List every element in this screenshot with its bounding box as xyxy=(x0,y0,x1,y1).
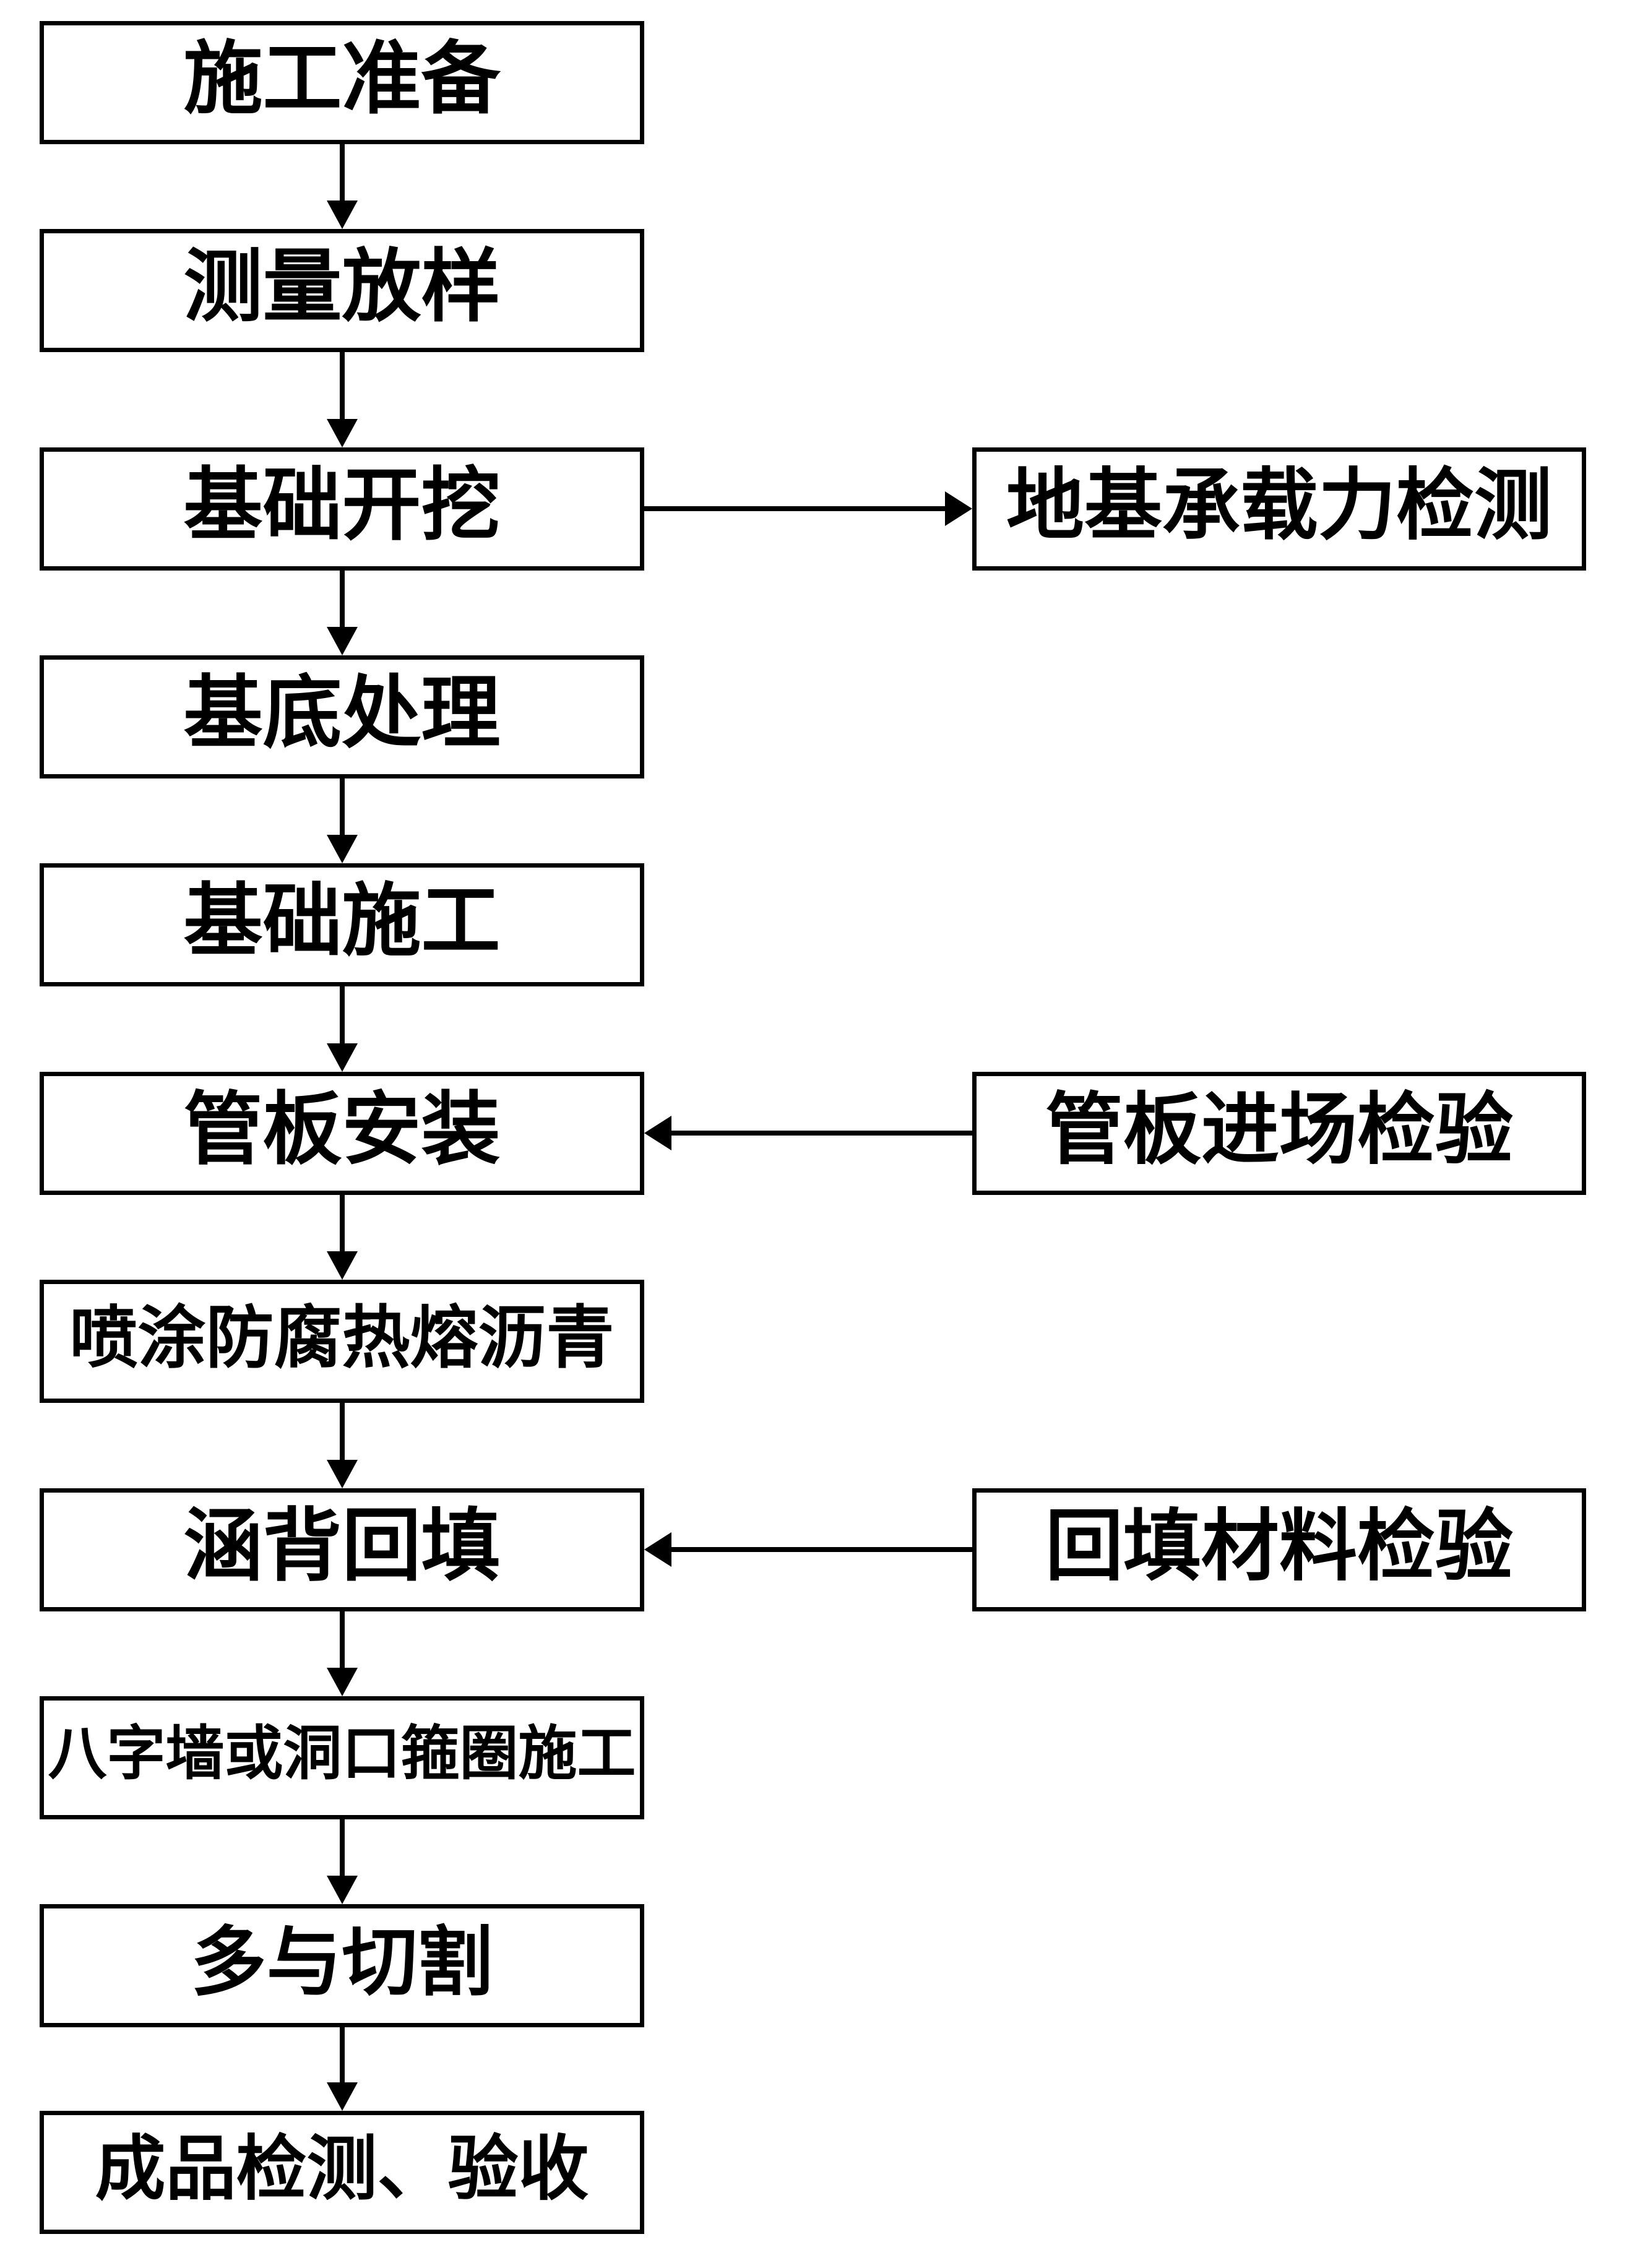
step-construction-preparation: 施工准备 xyxy=(40,21,644,144)
step-label: 喷涂防腐热熔沥青 xyxy=(69,1298,615,1378)
step-label: 基础施工 xyxy=(183,874,501,967)
step-label: 成品检测、验收 xyxy=(95,2127,589,2210)
step-pipe-plate-installation: 管板安装 xyxy=(40,1072,644,1195)
flow-arrow-down-icon xyxy=(327,144,358,229)
step-base-treatment: 基底处理 xyxy=(40,655,644,778)
step-final-inspection-acceptance: 成品检测、验收 xyxy=(40,2111,644,2234)
step-spray-anticorrosion-asphalt: 喷涂防腐热熔沥青 xyxy=(40,1280,644,1403)
flow-arrow-down-icon xyxy=(327,352,358,447)
step-label: 多与切割 xyxy=(191,1918,493,2006)
arrow-to-bearing-capacity-check-icon xyxy=(644,491,972,526)
flow-arrow-down-icon xyxy=(327,1611,358,1696)
check-pipe-plate-entry-inspection: 管板进场检验 xyxy=(972,1072,1586,1195)
step-label: 八字墙或洞口箍圈施工 xyxy=(48,1720,636,1788)
flow-arrow-down-icon xyxy=(327,778,358,863)
step-survey-layout: 测量放样 xyxy=(40,229,644,352)
step-label: 涵背回填 xyxy=(183,1499,501,1592)
flow-arrow-down-icon xyxy=(327,1195,358,1280)
step-foundation-construction: 基础施工 xyxy=(40,863,644,986)
step-foundation-excavation: 基础开挖 xyxy=(40,447,644,571)
flow-arrow-down-icon xyxy=(327,986,358,1072)
flow-arrow-down-icon xyxy=(327,1403,358,1488)
check-bearing-capacity-test: 地基承载力检测 xyxy=(972,447,1586,571)
flow-arrow-down-icon xyxy=(327,2027,358,2111)
check-label: 管板进场检验 xyxy=(1045,1084,1513,1175)
step-label: 施工准备 xyxy=(183,32,501,125)
arrow-from-backfill-material-check-icon xyxy=(644,1532,972,1567)
step-wing-wall-collar-construction: 八字墙或洞口箍圈施工 xyxy=(40,1696,644,1819)
check-label: 回填材料检验 xyxy=(1045,1500,1513,1592)
step-label: 管板安装 xyxy=(183,1083,501,1176)
step-label: 基底处理 xyxy=(183,666,501,759)
step-label: 测量放样 xyxy=(183,240,501,333)
check-label: 地基承载力检测 xyxy=(1006,459,1552,551)
step-label: 基础开挖 xyxy=(183,459,501,551)
arrow-from-pipe-plate-check-icon xyxy=(644,1116,972,1150)
check-backfill-material-inspection: 回填材料检验 xyxy=(972,1488,1586,1611)
step-culvert-back-backfill: 涵背回填 xyxy=(40,1488,644,1611)
flow-arrow-down-icon xyxy=(327,571,358,655)
flow-arrow-down-icon xyxy=(327,1819,358,1904)
step-excess-cutting: 多与切割 xyxy=(40,1904,644,2027)
